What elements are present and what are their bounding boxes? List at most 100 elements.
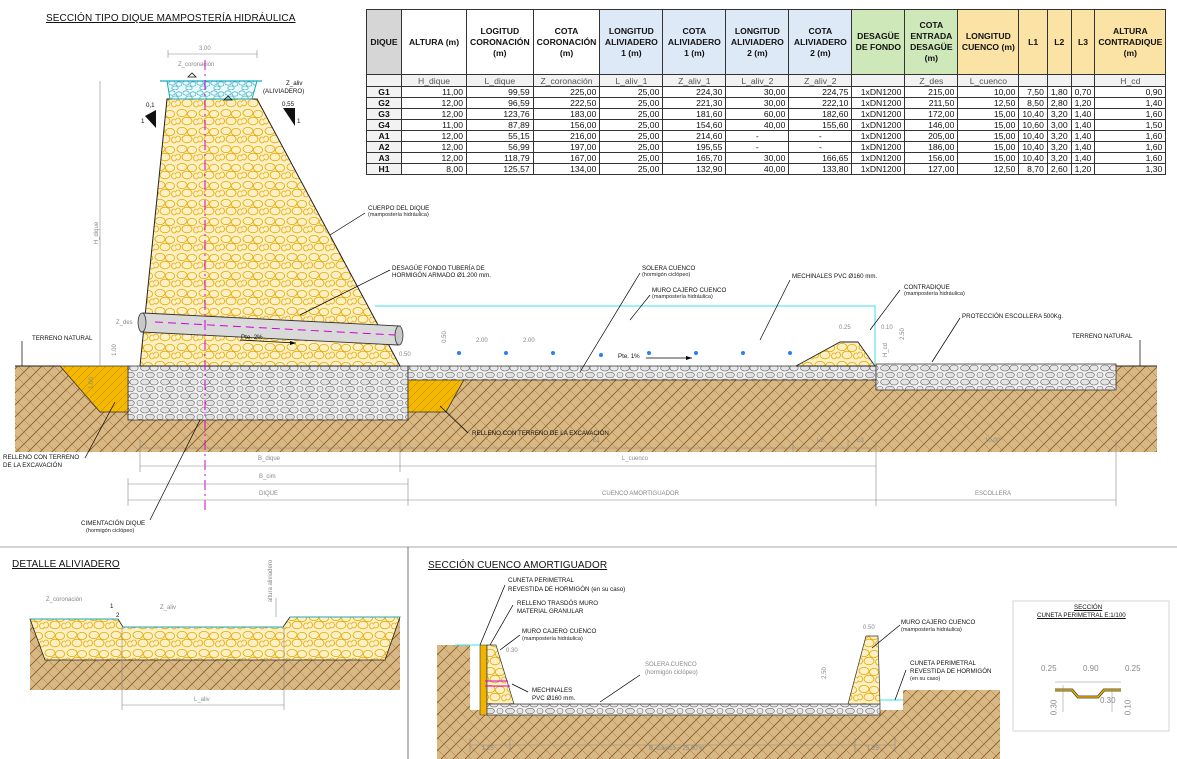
cuenco-dim-125-b: 1.25: [867, 746, 879, 752]
table-header: COTA ALIVIADERO 2 (m): [788, 9, 853, 75]
dim-200-a: 2.00: [476, 338, 488, 344]
label-cimentacion: CIMENTACIÓN DIQUE: [81, 520, 146, 527]
label-cuerpo-dique: CUERPO DEL DIQUE: [368, 205, 430, 212]
cuenco-muro-right: [847, 635, 881, 705]
label-solera-sub: (hormigón ciclópeo): [642, 272, 691, 278]
label-proteccion: PROTECCIÓN ESCOLLERA 500Kg.: [962, 313, 1064, 320]
table-var-cell: Z_aliv_1: [662, 74, 727, 87]
dim-h-cd: H_cd: [883, 342, 890, 358]
slope-down-h: 0,55: [282, 101, 295, 108]
label-terreno-natural-right: TERRENO NATURAL: [1072, 333, 1133, 340]
bottom-dimension-lines: [127, 440, 1117, 506]
label-muro-cajero-sub: (mampostería hidráulica): [652, 294, 713, 300]
table-var-cell: Z_des: [904, 74, 959, 87]
cuneta-d030-a: 0.30: [1049, 699, 1059, 716]
dim-200-b: 2.00: [523, 338, 535, 344]
cuenco-cuneta-2: REVESTIDA DE HORMIGÓN (en su caso): [508, 586, 626, 593]
table-header-row: DIQUE ALTURA (m) LOGITUD CORONACIÓN (m) …: [366, 9, 1167, 75]
detalle-slope-1: 1: [110, 603, 114, 610]
label-pte-2: Pte. 2%: [241, 334, 263, 341]
cuneta-title-2: CUNETA PERIMETRAL E:1/100: [1037, 612, 1126, 619]
table-header: LOGITUD CORONACIÓN (m): [466, 9, 534, 75]
cuenco-b-cuenco: B_cuenco = 25,00 m: [649, 746, 705, 752]
cuenco-muro-l: MURO CAJERO CUENCO: [522, 628, 597, 635]
slope-up-v: 1: [141, 118, 145, 125]
slope-down-v: 1: [297, 118, 301, 125]
detalle-l-aliv: L_aliv: [194, 697, 210, 703]
slope-up-h: 0,1: [146, 102, 155, 109]
cuneta-frame: [1012, 600, 1170, 732]
detalle-altura-aliv: altura aliviadero: [268, 559, 275, 603]
table-cell: 12,50: [957, 163, 1020, 175]
label-mechinales: MECHINALES PVC Ø160 mm.: [792, 273, 878, 280]
dim-h-dique: H_dique: [94, 221, 101, 245]
cuenco-water-outline: [375, 305, 876, 364]
dim-050-b: 0.50: [399, 352, 411, 358]
table-cell: 3,20: [1046, 108, 1072, 120]
cuenco-cuneta-r-1: CUNETA PERIMETRAL: [910, 660, 976, 667]
dim-l3: L3: [857, 438, 864, 444]
table-header: L3: [1070, 9, 1096, 75]
cuneta-d030-b: 0.30: [1100, 696, 1116, 705]
cuenco-solera: [486, 703, 881, 716]
label-z-aliv: Z_aliv: [286, 80, 303, 87]
table-header: DIQUE: [366, 9, 402, 75]
cimentacion-block: [127, 365, 409, 421]
label-relleno-left-1: RELLENO CON TERRENO: [3, 454, 80, 461]
dim-025: 0.25: [839, 325, 851, 331]
table-cell: 15,00: [957, 152, 1020, 164]
table-header: LONGITUD CUENCO (m): [957, 9, 1020, 75]
cuenco-cuneta-r-3: (en su caso): [910, 676, 941, 682]
solera-cuenco: [407, 365, 877, 381]
detalle-aliviadero-title: DETALLE ALIVIADERO: [12, 559, 120, 570]
detalle-masonry: [29, 616, 401, 661]
table-cell: 133,80: [788, 163, 853, 175]
dim-l-cuenco: L_cuenco: [622, 456, 649, 462]
label-z-des: Z_des: [116, 320, 133, 326]
dim-l1: L1: [593, 438, 600, 444]
label-muro-cajero: MURO CAJERO CUENCO: [652, 287, 727, 294]
cuenco-dim-030: 0.30: [506, 648, 518, 654]
table-cell: 1,30: [1094, 163, 1167, 175]
detalle-z-coronacion: Z_coronación: [46, 597, 83, 603]
dim-top-3: 3.00: [199, 46, 211, 52]
cuenco-dim-050: 0.50: [863, 625, 875, 631]
label-z-coronacion: Z_coronación: [178, 62, 215, 68]
label-desague: DESAGÜE FONDO TUBERÍA DE: [392, 265, 485, 272]
label-terreno-natural-left: TERRENO NATURAL: [32, 335, 93, 342]
seg-escollera: ESCOLLERA: [975, 491, 1012, 497]
cuenco-solera-sub: (hormigón ciclópeo): [645, 670, 698, 676]
label-cimentacion-sub: (hormigón ciclópeo): [86, 528, 135, 534]
cuenco-mechinales-1: MECHINALES: [532, 687, 573, 694]
dim-l2: L2: [817, 438, 824, 444]
dim-b-cim: B_cim: [259, 474, 276, 480]
cuenco-muro-r: MURO CAJERO CUENCO: [901, 619, 976, 626]
table-cell: 8,00: [401, 163, 467, 175]
table-header: ALTURA CONTRADIQUE (m): [1094, 9, 1167, 75]
cuneta-title-1: SECCIÓN: [1074, 604, 1103, 611]
escollera-block: [875, 363, 1117, 391]
cuenco-cuneta-1: CUNETA PERIMETRAL: [508, 577, 574, 584]
dim-1000: 10.00: [985, 438, 1001, 444]
cuenco-solera: SOLERA CUENCO: [645, 662, 697, 668]
dim-050-a: 0.50: [441, 331, 448, 343]
seg-cuenco: CUENCO AMORTIGUADOR: [602, 491, 679, 497]
table-header: COTA CORONACIÓN (m): [532, 9, 601, 75]
cuenco-relleno-1: RELLENO TRASDÓS MURO: [517, 600, 599, 607]
cuneta-d010: 0.10: [1123, 699, 1133, 716]
label-contradique: CONTRADIQUE: [904, 284, 950, 291]
dim-250: 2.50: [899, 328, 906, 340]
dim-010: 0.10: [881, 325, 893, 331]
cuenco-mechinales-2: PVC Ø160 mm.: [532, 695, 576, 702]
table-header: LONGITUD ALIVIADERO 1 (m): [599, 9, 664, 75]
dim-100-b: 1.00: [88, 377, 95, 389]
cuenco-dim-250: 2.50: [821, 667, 828, 679]
main-section-title: SECCIÓN TIPO DIQUE MAMPOSTERÍA HIDRÁULIC…: [46, 13, 296, 24]
dim-b-dique: B_dique: [258, 456, 281, 462]
detalle-slope-2: 2: [116, 612, 120, 619]
cuenco-dim-125-a: 1.25: [482, 746, 494, 752]
table-var-cell: Z_aliv_2: [788, 74, 853, 87]
table-header: LONGITUD ALIVIADERO 2 (m): [725, 9, 790, 75]
